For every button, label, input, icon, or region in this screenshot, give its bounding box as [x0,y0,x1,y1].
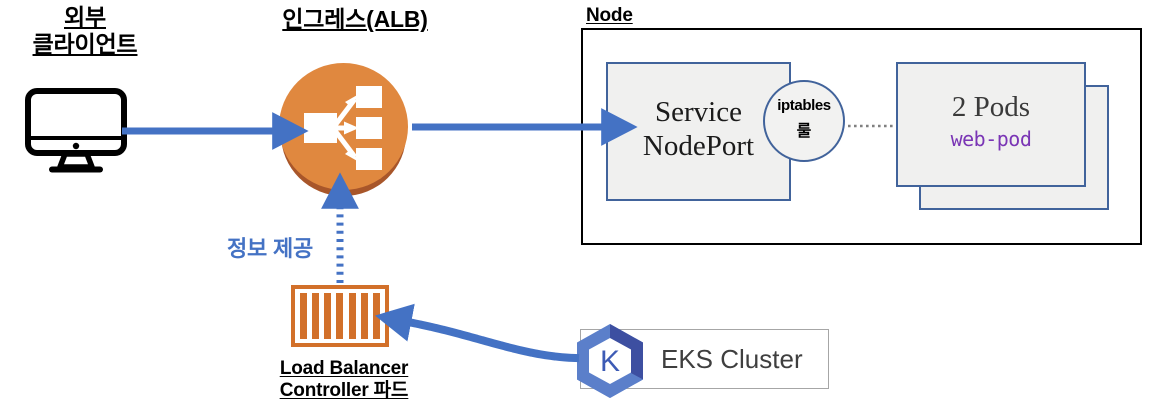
client-label-line1: 외부 [64,4,106,30]
k8s-logo-letter: K [600,345,620,378]
lb-controller-label-line1: Load Balancer [279,358,409,379]
edge-eks-to-lbcontroller [375,303,580,363]
pod-name-text: web-pod [950,127,1032,151]
client-label-line2: 클라이언트 [32,31,138,58]
pods-box-front: 2 Pods web-pod [896,62,1086,187]
container-bar [348,293,356,339]
info-flow-label: 정보 제공 [226,236,314,261]
container-icon [291,285,389,347]
ingress-label: 인그레스(ALB) [282,6,428,32]
iptables-line2: 룰 [796,123,812,140]
container-bar [336,293,344,339]
client-label: 외부 클라이언트 [0,4,170,58]
node-label: Node [586,5,633,26]
container-bar [300,293,307,339]
service-line1: Service [655,96,742,128]
container-bar [360,293,368,339]
container-bar [312,293,320,339]
monitor-icon [24,88,128,179]
lb-controller-label: Load Balancer Controller 파드 [246,358,442,403]
iptables-line1: iptables [777,97,831,114]
pods-count-text: 2 Pods [951,91,1031,123]
kubernetes-hexagon-icon: K [571,322,649,405]
iptables-rule-circle: iptables 룰 [763,80,845,162]
lb-controller-label-line2: Controller 파드 [279,380,409,402]
container-bar [324,293,332,339]
service-nodeport-text: Service NodePort [608,95,789,163]
eks-cluster-label: EKS Cluster [661,344,803,374]
service-line2: NodePort [642,130,755,163]
